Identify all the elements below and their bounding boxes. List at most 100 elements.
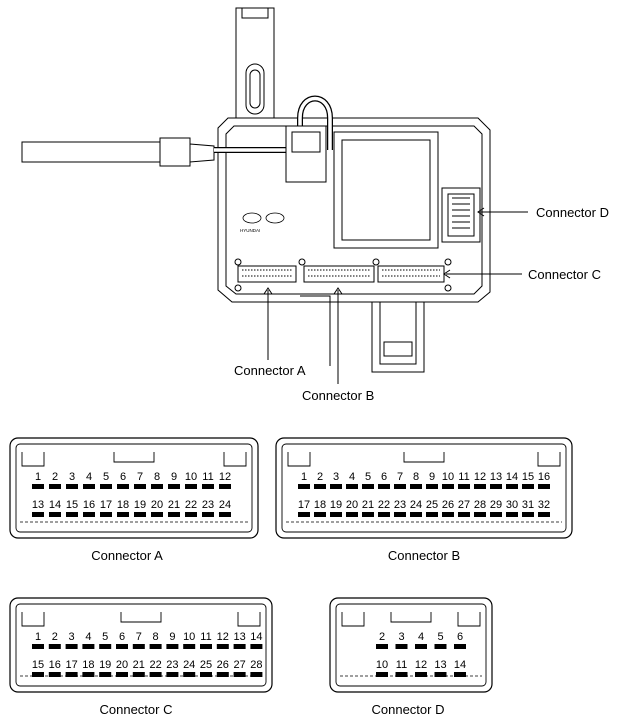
connector-d-pin-terminal xyxy=(395,644,408,649)
connector-a-pin-label: 21 xyxy=(168,499,180,511)
connector-b-pin-terminal xyxy=(522,484,534,489)
connector-a-pin-label: 22 xyxy=(185,499,197,511)
connector-a-pin-label: 11 xyxy=(202,471,213,483)
connector-b-pin-label: 26 xyxy=(442,499,454,511)
connector-b-pin-terminal xyxy=(378,484,390,489)
connector-a-pin-terminal xyxy=(219,512,231,517)
connector-c-pin-terminal xyxy=(132,672,145,677)
connector-c-pin-terminal xyxy=(183,672,196,677)
connector-a-pin-label: 2 xyxy=(52,471,58,483)
connector-d-pin-terminal xyxy=(395,672,408,677)
connector-d-pin-label: 2 xyxy=(379,631,385,643)
connector-b-pin-label: 30 xyxy=(506,499,518,511)
connector-c-pin-label: 15 xyxy=(32,659,44,671)
connector-b-pin-label: 21 xyxy=(362,499,374,511)
connector-a-pin-label: 15 xyxy=(66,499,78,511)
connector-b-pin-label: 9 xyxy=(429,471,435,483)
connector-c-pin-terminal xyxy=(149,672,162,677)
connector-b-pin-label: 1 xyxy=(301,471,307,483)
connector-a-pin-label: 20 xyxy=(151,499,163,511)
connector-c-pin-label: 12 xyxy=(217,631,229,643)
connector-d-pin-terminal xyxy=(415,672,427,677)
connector-b-pin-terminal xyxy=(362,512,374,517)
connector-c-pin-label: 26 xyxy=(217,659,229,671)
connector-a-pin-label: 3 xyxy=(69,471,75,483)
connector-b-pin-terminal xyxy=(410,512,422,517)
connector-c-pin-terminal xyxy=(132,644,145,649)
connector-b-pin-label: 20 xyxy=(346,499,358,511)
connector-c-pin-label: 27 xyxy=(233,659,245,671)
callout-connector-d: Connector D xyxy=(536,205,609,220)
connector-b-pin-terminal xyxy=(314,484,326,489)
connector-c-pin-terminal xyxy=(32,672,44,677)
connector-a-pin-label: 16 xyxy=(83,499,95,511)
connector-a-pin-label: 6 xyxy=(120,471,126,483)
connector-c-pin-terminal xyxy=(116,672,128,677)
connector-a-pin-terminal xyxy=(134,484,146,489)
connector-b-pin-terminal xyxy=(506,512,518,517)
connector-a-pin-terminal xyxy=(151,484,163,489)
connector-d-pin-label: 3 xyxy=(398,631,404,643)
connector-b-pin-label: 16 xyxy=(538,471,550,483)
connector-b-pin-label: 4 xyxy=(349,471,355,483)
connector-b-pin-terminal xyxy=(442,512,454,517)
connector-c-pin-label: 7 xyxy=(136,631,142,643)
arrowhead-connector-b xyxy=(333,287,343,295)
connector-d-caption: Connector D xyxy=(372,702,445,717)
connector-b-pin-terminal xyxy=(426,512,438,517)
connector-c-pin-terminal xyxy=(216,644,229,649)
connector-b-pin-label: 3 xyxy=(333,471,339,483)
connector-c-pin-label: 17 xyxy=(65,659,77,671)
connector-d-pin-terminal xyxy=(415,644,427,649)
connector-b-pin-terminal xyxy=(474,512,486,517)
connector-c-pin-label: 1 xyxy=(35,631,41,643)
connector-b-pin-terminal xyxy=(314,512,326,517)
connector-d-pin-terminal xyxy=(376,644,388,649)
connector-d-pin-terminal xyxy=(454,672,466,677)
connector-c-pin-terminal xyxy=(82,672,95,677)
connector-c-pin-label: 8 xyxy=(153,631,159,643)
connector-a-pin-terminal xyxy=(32,484,44,489)
connector-c-pin-label: 13 xyxy=(233,631,245,643)
callout-connector-b: Connector B xyxy=(302,388,374,403)
connector-b-pin-label: 2 xyxy=(317,471,323,483)
connector-a-pin-terminal xyxy=(117,484,129,489)
connector-a-pin-terminal xyxy=(185,512,197,517)
connector-c-pin-terminal xyxy=(166,644,179,649)
connector-c-pin-terminal xyxy=(149,644,162,649)
connector-b-pin-label: 17 xyxy=(298,499,310,511)
connector-c-pin-label: 11 xyxy=(200,631,211,643)
connector-a-pin-label: 13 xyxy=(32,499,44,511)
connector-c-pin-terminal xyxy=(65,672,78,677)
connector-a-pin-terminal xyxy=(32,512,44,517)
connector-c-pin-label: 22 xyxy=(149,659,161,671)
connector-d-pin-terminal xyxy=(376,672,388,677)
connector-b-pin-label: 14 xyxy=(506,471,518,483)
connector-a-pin-terminal xyxy=(66,484,78,489)
connector-d-pin-label: 14 xyxy=(454,659,466,671)
connector-c-pin-terminal xyxy=(48,672,61,677)
callout-connector-c: Connector C xyxy=(528,267,601,282)
connector-b-pin-terminal xyxy=(458,512,470,517)
connector-a-pin-label: 19 xyxy=(134,499,146,511)
arrowhead-connector-d xyxy=(477,207,485,217)
connector-a-pin-terminal xyxy=(151,512,163,517)
connector-a-pin-terminal xyxy=(66,512,78,517)
connector-b-pin-terminal xyxy=(378,512,390,517)
connector-d-keying-notches xyxy=(341,612,481,627)
connector-b-pin-label: 5 xyxy=(365,471,371,483)
connector-b-pin-terminal xyxy=(410,484,422,489)
connector-b-pin-label: 15 xyxy=(522,471,534,483)
control-module-illustration xyxy=(21,7,491,373)
connector-d-pin-terminal xyxy=(434,672,447,677)
connector-b-pin-terminal xyxy=(490,484,502,489)
connector-c-pin-label: 6 xyxy=(119,631,125,643)
connector-c-pin-label: 28 xyxy=(250,659,262,671)
connector-b-pin-label: 7 xyxy=(397,471,403,483)
connector-d-pin-label: 6 xyxy=(457,631,463,643)
connector-d-housing xyxy=(329,597,493,693)
connector-b-pin-label: 6 xyxy=(381,471,387,483)
